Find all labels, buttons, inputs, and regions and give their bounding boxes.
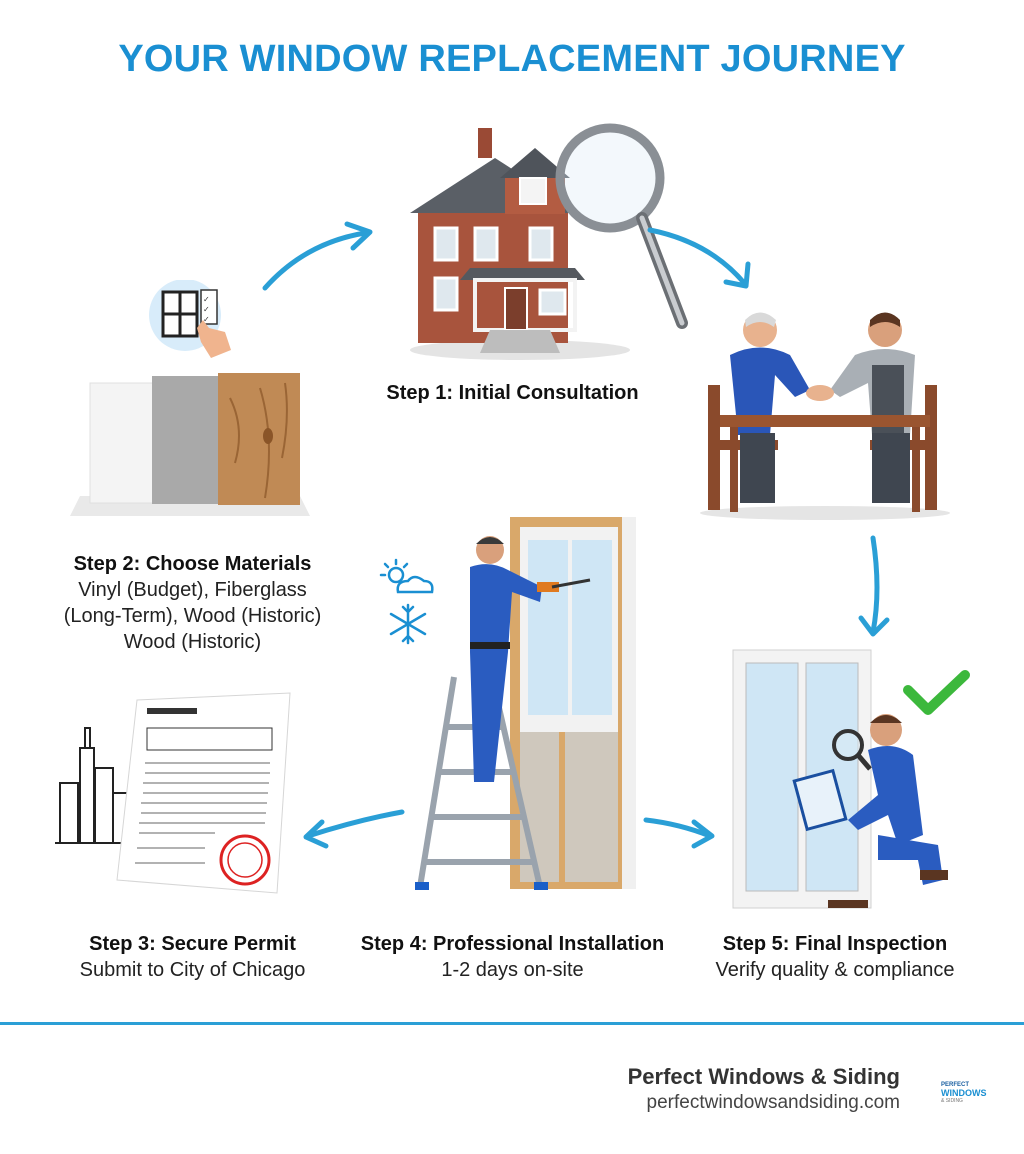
arrow-consultation-to-step5 [858,535,890,637]
logo-line: WINDOWS [941,1088,987,1098]
inspector-icon [732,649,970,909]
magnifier-icon [555,123,688,329]
weather-illustration [378,557,438,652]
step-3-heading: Step 3: Secure Permit [89,933,296,955]
step-1-caption: Step 1: Initial Consultation [360,380,665,406]
installer-ladder-icon [415,517,636,890]
permit-illustration [55,688,295,898]
permit-document-icon [55,692,291,894]
arrow-step4-to-step3 [303,809,405,849]
step-5-heading: Step 5: Final Inspection [722,933,948,955]
step-4-heading: Step 4: Professional Installation [360,933,665,955]
material-samples-illustration [70,368,320,520]
step-1-heading: Step 1: Initial Consultation [386,382,639,404]
inspector-illustration [728,645,973,910]
installer-illustration [412,512,640,897]
step-5-description: Verify quality & compliance [715,959,955,981]
arrow-step4-to-step5 [643,817,715,849]
svg-text:✓: ✓ [203,305,210,314]
house-illustration [390,118,700,363]
consultation-illustration [700,305,950,520]
step-4-caption: Step 4: Professional Installation 1-2 da… [345,931,680,983]
step-5-caption: Step 5: Final Inspection Verify quality … [690,931,980,983]
step-3-caption: Step 3: Secure Permit Submit to City of … [55,931,330,983]
material-samples-icon [70,373,310,516]
arrow-step1-to-consultation [647,227,751,289]
window-select-icon: ✓ ✓ ✓ [149,280,231,358]
step-2-description-line: (Long-Term), Wood (Historic) [63,605,322,627]
arrow-step2-to-step1 [262,221,373,291]
window-select-illustration: ✓ ✓ ✓ [145,280,245,365]
handshake-icon [700,312,950,520]
step-2-description-line: Vinyl (Budget), Fiberglass [78,579,307,601]
footer-brand: Perfect Windows & Siding [627,1064,900,1089]
step-2-caption: Step 2: Choose Materials Vinyl (Budget),… [40,551,345,655]
logo-line: & SIDING [941,1098,963,1104]
svg-text:✓: ✓ [203,295,210,304]
house-icon [410,123,688,360]
footer: Perfect Windows & Siding perfectwindowsa… [628,1064,900,1114]
step-3-description: Submit to City of Chicago [79,959,306,981]
logo-line: PERFECT [941,1082,970,1088]
step-4-description: 1-2 days on-site [441,959,584,981]
page-title: YOUR WINDOW REPLACEMENT JOURNEY [118,38,906,80]
brand-logo: PERFECT WINDOWS & SIDING [941,1082,987,1104]
footer-url: perfectwindowsandsiding.com [646,1092,900,1113]
checkmark-icon [903,670,970,715]
svg-text:✓: ✓ [203,315,210,324]
step-2-description-line: Wood (Historic) [123,631,262,653]
weather-icon [379,558,434,645]
step-2-heading: Step 2: Choose Materials [73,553,312,575]
footer-divider [0,1022,1024,1025]
